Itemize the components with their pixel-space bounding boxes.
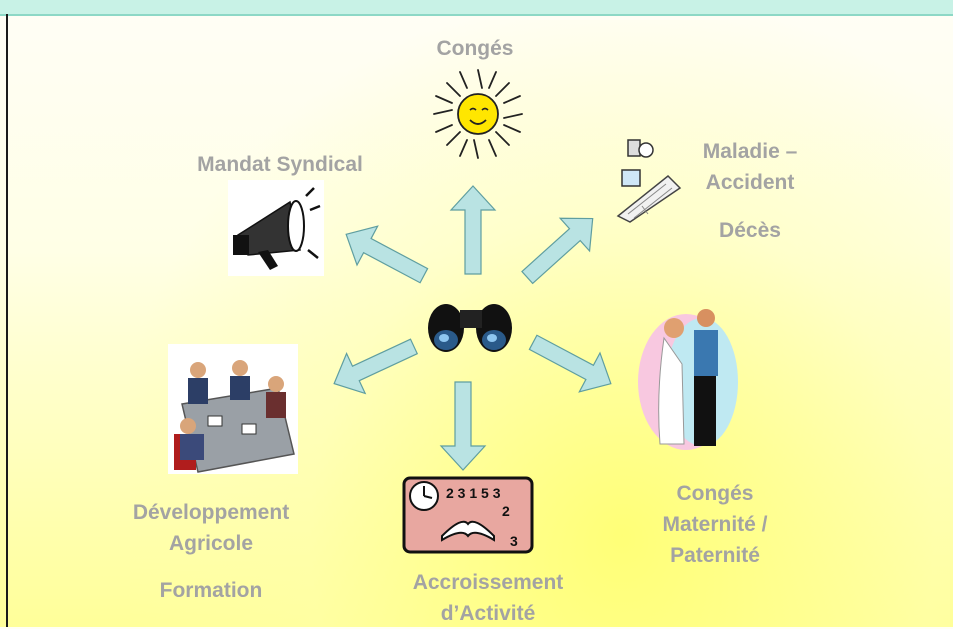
background-glow: [130, 20, 950, 627]
label-mandat-syndical: Mandat Syndical: [197, 153, 363, 176]
arrow-upper-left: [345, 225, 429, 284]
svg-text:2: 2: [502, 503, 510, 519]
arrow-upper-right: [521, 217, 594, 285]
label-accroissement-activite: Accroissement d’Activité: [412, 571, 564, 625]
left-border-line: [6, 14, 8, 627]
sun-icon: [433, 69, 523, 159]
label-developpement-agricole: Développement Agricole: [132, 501, 290, 555]
arrow-lower-left: [333, 338, 419, 395]
megaphone-icon: [228, 180, 324, 276]
meeting-icon: [168, 344, 298, 474]
arrow-lower-right: [528, 334, 612, 393]
couple-icon: [638, 309, 738, 450]
binoculars-icon: [428, 304, 512, 352]
label-formation: Formation: [159, 579, 263, 602]
injured-arm-icon: [616, 139, 682, 223]
arrow-up: [449, 185, 497, 275]
label-maladie-accident: Maladie – Accident: [702, 140, 798, 194]
arrow-down: [439, 381, 487, 471]
label-conges-maternite-paternite: Congés Maternité / Paternité: [662, 482, 768, 567]
svg-text:3: 3: [510, 533, 518, 549]
header-band: [0, 0, 953, 16]
label-conges: Congés: [436, 37, 514, 60]
label-deces: Décès: [719, 219, 781, 242]
book-clock-icon: 2 3 1 5 3 2 3: [402, 476, 534, 554]
svg-text:2 3 1 5 3: 2 3 1 5 3: [446, 485, 501, 501]
